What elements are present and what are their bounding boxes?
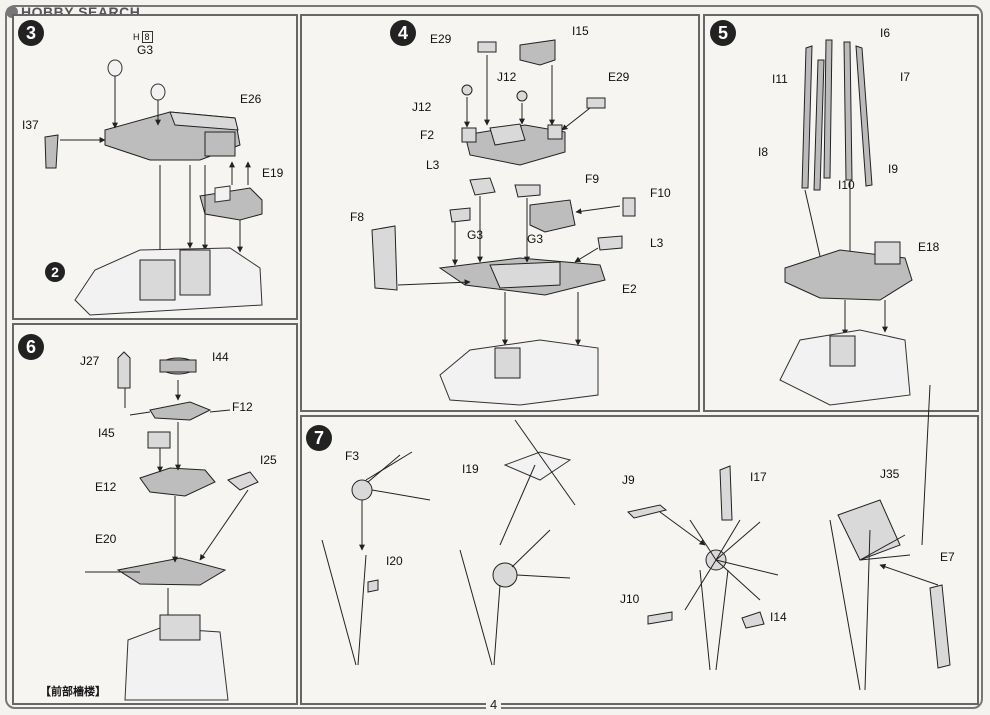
- label-g3: G3: [137, 43, 154, 57]
- label-e2: E2: [622, 282, 637, 296]
- step-7-drawing: [321, 384, 951, 691]
- step-3-number: 3: [18, 20, 44, 46]
- step-4-drawing: [371, 39, 636, 406]
- label-f2: F2: [420, 128, 435, 142]
- label-j10: J10: [620, 592, 640, 606]
- label-i20: I20: [386, 554, 403, 568]
- g3-box-number: 8: [141, 31, 153, 43]
- label-i8: I8: [758, 145, 769, 159]
- label-f9: F9: [585, 172, 600, 186]
- label-i6: I6: [880, 26, 891, 40]
- label-i7: I7: [900, 70, 911, 84]
- label-g3-left: G3: [467, 228, 484, 242]
- label-f3: F3: [345, 449, 360, 463]
- label-e12: E12: [95, 480, 117, 494]
- label-i15: I15: [572, 24, 589, 38]
- step-6-number: 6: [18, 334, 44, 360]
- label-f10: F10: [650, 186, 671, 200]
- page-number: 4: [486, 697, 502, 712]
- label-i37: I37: [22, 118, 39, 132]
- label-j35: J35: [880, 467, 900, 481]
- label-j12-right: J12: [497, 70, 517, 84]
- label-i44: I44: [212, 350, 229, 364]
- foremast-note: 【前部檣楼】: [40, 686, 106, 698]
- label-e19: E19: [262, 166, 284, 180]
- label-f12: F12: [232, 400, 253, 414]
- step-6-drawing: [85, 351, 259, 701]
- step-2-reference: 2: [45, 262, 65, 282]
- label-e26: E26: [240, 92, 262, 106]
- label-j9: J9: [622, 473, 635, 487]
- label-i17: I17: [750, 470, 767, 484]
- step-3-drawing: [44, 59, 263, 316]
- label-i10: I10: [838, 178, 855, 192]
- label-l3-top: L3: [426, 158, 440, 172]
- label-i19: I19: [462, 462, 479, 476]
- label-l3-right: L3: [650, 236, 664, 250]
- label-e18: E18: [918, 240, 940, 254]
- label-g3-right: G3: [527, 232, 544, 246]
- label-f8: F8: [350, 210, 365, 224]
- label-i25: I25: [260, 453, 277, 467]
- label-e29-top: E29: [430, 32, 452, 46]
- step-5-number: 5: [710, 20, 736, 46]
- label-e29-right: E29: [608, 70, 630, 84]
- label-i11: I11: [772, 72, 788, 86]
- label-i14: I14: [770, 610, 787, 624]
- step-7-number: 7: [306, 425, 332, 451]
- label-i9: I9: [888, 162, 899, 176]
- step-5-drawing: [779, 39, 913, 406]
- label-j27: J27: [80, 354, 100, 368]
- label-e7: E7: [940, 550, 955, 564]
- label-i45: I45: [98, 426, 115, 440]
- label-j12-left: J12: [412, 100, 432, 114]
- label-e20: E20: [95, 532, 117, 546]
- g3-box-prefix: H: [133, 32, 140, 42]
- step-4-number: 4: [390, 20, 416, 46]
